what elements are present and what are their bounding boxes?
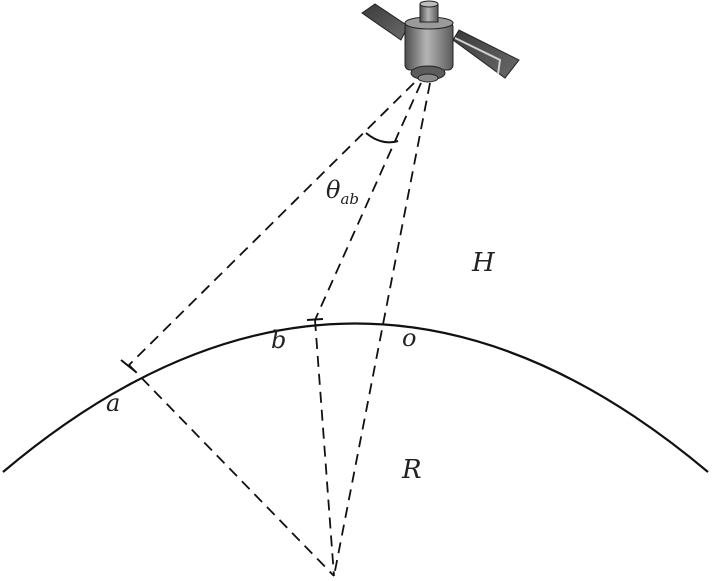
line-sat-to-a <box>128 82 415 366</box>
label-b: b <box>271 326 286 354</box>
satellite-icon <box>361 0 520 83</box>
tick-a <box>120 359 137 373</box>
solar-panel-left <box>361 3 409 41</box>
angle-arc-theta <box>365 132 399 144</box>
line-sat-to-b <box>314 82 422 321</box>
line-sat-to-center <box>333 82 431 577</box>
dashed-lines <box>128 82 431 577</box>
label-R: R <box>401 455 422 485</box>
label-H: H <box>471 248 496 278</box>
label-theta-ab: θab <box>326 176 359 208</box>
line-b-to-center <box>314 319 335 577</box>
line-a-to-center <box>128 364 335 577</box>
label-a: a <box>106 389 120 417</box>
earth-surface-arc <box>2 322 709 473</box>
label-o: o <box>402 324 416 352</box>
tick-b <box>306 318 324 321</box>
